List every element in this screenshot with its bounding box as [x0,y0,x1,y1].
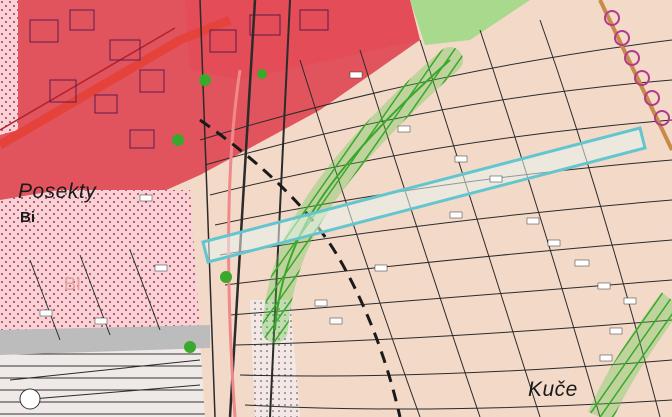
main-road [0,15,232,149]
highlighted-parcel[interactable] [201,126,647,264]
dashed-boundary [199,118,402,417]
urban-zone-north [185,0,420,80]
rail-track [269,0,291,417]
green-corridor-edge [274,59,451,331]
residential-dotted-strip [0,0,18,135]
parcel-tags [39,71,637,362]
railway-line [228,0,257,417]
pink-road [227,69,242,417]
green-patch [410,0,530,45]
tree-markers [172,69,267,353]
place-label-kuce: Kuče [528,378,578,401]
zone-code-left: Bi [20,209,35,226]
gray-road-band [0,325,210,355]
zone-code-pink: BI [64,274,82,294]
place-label-posekty: Posekty [18,180,97,203]
building-footprints [29,9,329,149]
green-corridor-south [588,292,672,417]
map-marker [19,388,41,410]
main-road-edge [0,27,176,131]
railway-loops [604,10,670,126]
boundary-line [199,0,216,417]
